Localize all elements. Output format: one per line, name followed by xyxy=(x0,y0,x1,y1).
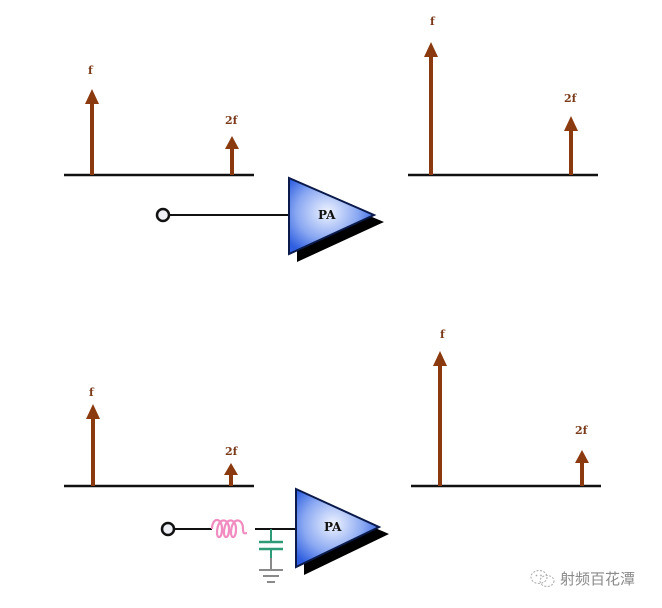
input-terminal xyxy=(160,521,176,537)
fundamental-arrow xyxy=(86,404,100,486)
fundamental-arrow xyxy=(424,42,438,175)
harmonic-arrow xyxy=(224,463,238,486)
fundamental-arrow xyxy=(433,351,447,486)
top-input-spectrum: f 2f xyxy=(64,64,254,177)
shunt-capacitor-icon xyxy=(259,529,283,558)
fundamental-label: f xyxy=(440,328,446,341)
fundamental-label: f xyxy=(89,386,95,399)
pa-label: PA xyxy=(324,520,342,534)
pa-label: PA xyxy=(318,208,336,222)
ground-icon xyxy=(259,558,283,583)
watermark: 射频百花潭 xyxy=(530,568,635,589)
input-terminal xyxy=(155,207,171,223)
bottom-input-port xyxy=(160,521,212,537)
top-output-spectrum: f 2f xyxy=(408,15,598,177)
bottom-output-spectrum: f 2f xyxy=(411,328,601,488)
harmonic-arrow xyxy=(564,116,578,175)
harmonic-label: 2f xyxy=(564,92,578,105)
top-pa-amplifier: PA xyxy=(288,176,384,262)
harmonic-label: 2f xyxy=(575,424,589,437)
fundamental-label: f xyxy=(88,64,94,77)
fundamental-arrow xyxy=(85,89,99,175)
top-input-port xyxy=(155,207,289,223)
harmonic-label: 2f xyxy=(225,445,239,458)
series-inductor-icon xyxy=(210,518,248,539)
harmonic-label: 2f xyxy=(225,114,239,127)
bottom-input-spectrum: f 2f xyxy=(64,386,254,488)
bottom-pa-amplifier: PA xyxy=(295,487,389,575)
harmonic-arrow xyxy=(225,136,239,175)
fundamental-label: f xyxy=(430,15,436,28)
harmonic-arrow xyxy=(575,450,589,486)
watermark-text: 射频百花潭 xyxy=(560,570,636,588)
wechat-icon xyxy=(530,569,556,589)
